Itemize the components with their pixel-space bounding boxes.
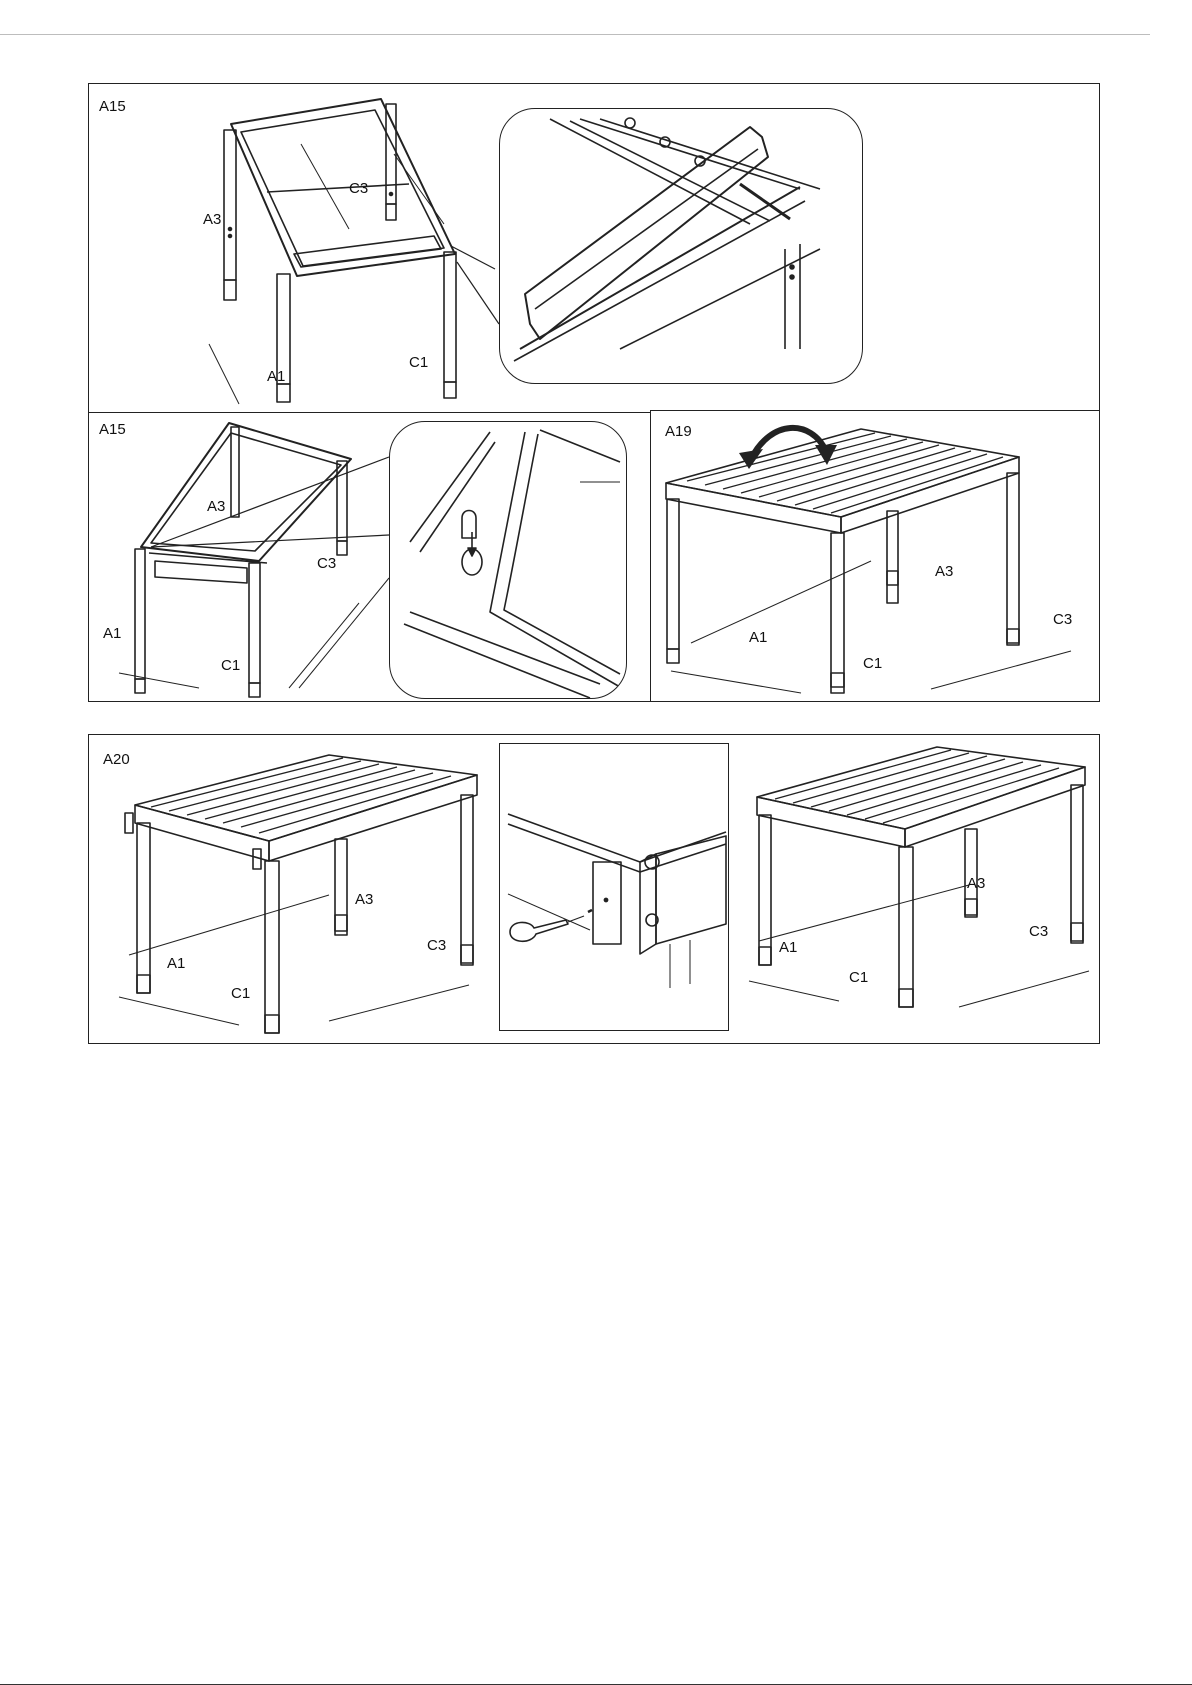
part-label-c1: C1: [231, 985, 250, 1002]
part-label-a1: A1: [267, 368, 285, 385]
part-label-c1: C1: [221, 657, 240, 674]
detail-inset-rail: [499, 108, 863, 384]
part-label-c1: C1: [849, 969, 868, 986]
part-label-a1: A1: [103, 625, 121, 642]
part-label-a1: A1: [779, 939, 797, 956]
part-label-a1: A1: [749, 629, 767, 646]
part-label-c3: C3: [1053, 611, 1072, 628]
part-label-c1: C1: [409, 354, 428, 371]
part-label-a1: A1: [167, 955, 185, 972]
step-a19-panel: A19 A3 C3: [650, 410, 1100, 702]
detail-inset-hinge: [389, 421, 627, 699]
step-a20-panel: A20 A3 A1 C3 C1: [88, 734, 1100, 1044]
part-label-a3: A3: [355, 891, 373, 908]
screw-detail-drawing: [500, 744, 729, 1031]
rail-detail-drawing: [500, 109, 863, 384]
step-a15-slats-panel: A15 A3 C3 A1 C1: [88, 412, 651, 702]
step-a15-frame-panel: A15 A3 C3 A1 C1: [88, 83, 1100, 413]
hinge-detail-drawing: [390, 422, 627, 699]
part-label-c3: C3: [349, 180, 368, 197]
pergola-before-drawing: [89, 735, 489, 1044]
pergola-after-drawing: [729, 735, 1100, 1044]
part-label-c3: C3: [317, 555, 336, 572]
part-label-a3: A3: [203, 211, 221, 228]
part-label-a3: A3: [935, 563, 953, 580]
part-label-a3: A3: [967, 875, 985, 892]
part-label-c1: C1: [863, 655, 882, 672]
part-label-a3: A3: [207, 498, 225, 515]
part-label-c3: C3: [427, 937, 446, 954]
part-label-c3: C3: [1029, 923, 1048, 940]
detail-inset-screw: [499, 743, 729, 1031]
header-rule: [0, 34, 1150, 35]
